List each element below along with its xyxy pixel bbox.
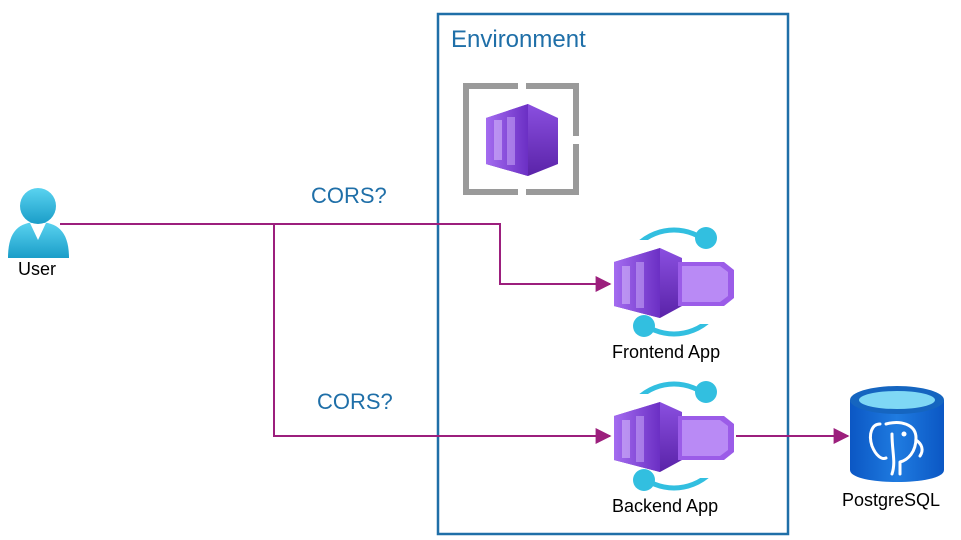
frontend-app-icon xyxy=(612,227,736,337)
container-apps-environment-icon xyxy=(463,83,579,196)
frontend-app-label: Frontend App xyxy=(612,342,720,362)
backend-app-label: Backend App xyxy=(612,496,718,516)
environment-title: Environment xyxy=(451,26,586,53)
connectors xyxy=(60,223,850,444)
cors-label-frontend: CORS? xyxy=(311,183,387,208)
postgresql-label: PostgreSQL xyxy=(842,490,940,510)
user-label: User xyxy=(18,259,56,279)
connector-user-to-backend xyxy=(273,224,612,444)
user-icon xyxy=(8,188,69,258)
connector-user-to-frontend xyxy=(60,223,612,292)
cors-label-backend: CORS? xyxy=(317,389,393,414)
postgresql-database-icon xyxy=(850,386,944,482)
environment-boundary xyxy=(436,12,790,536)
backend-app-icon xyxy=(612,381,736,491)
